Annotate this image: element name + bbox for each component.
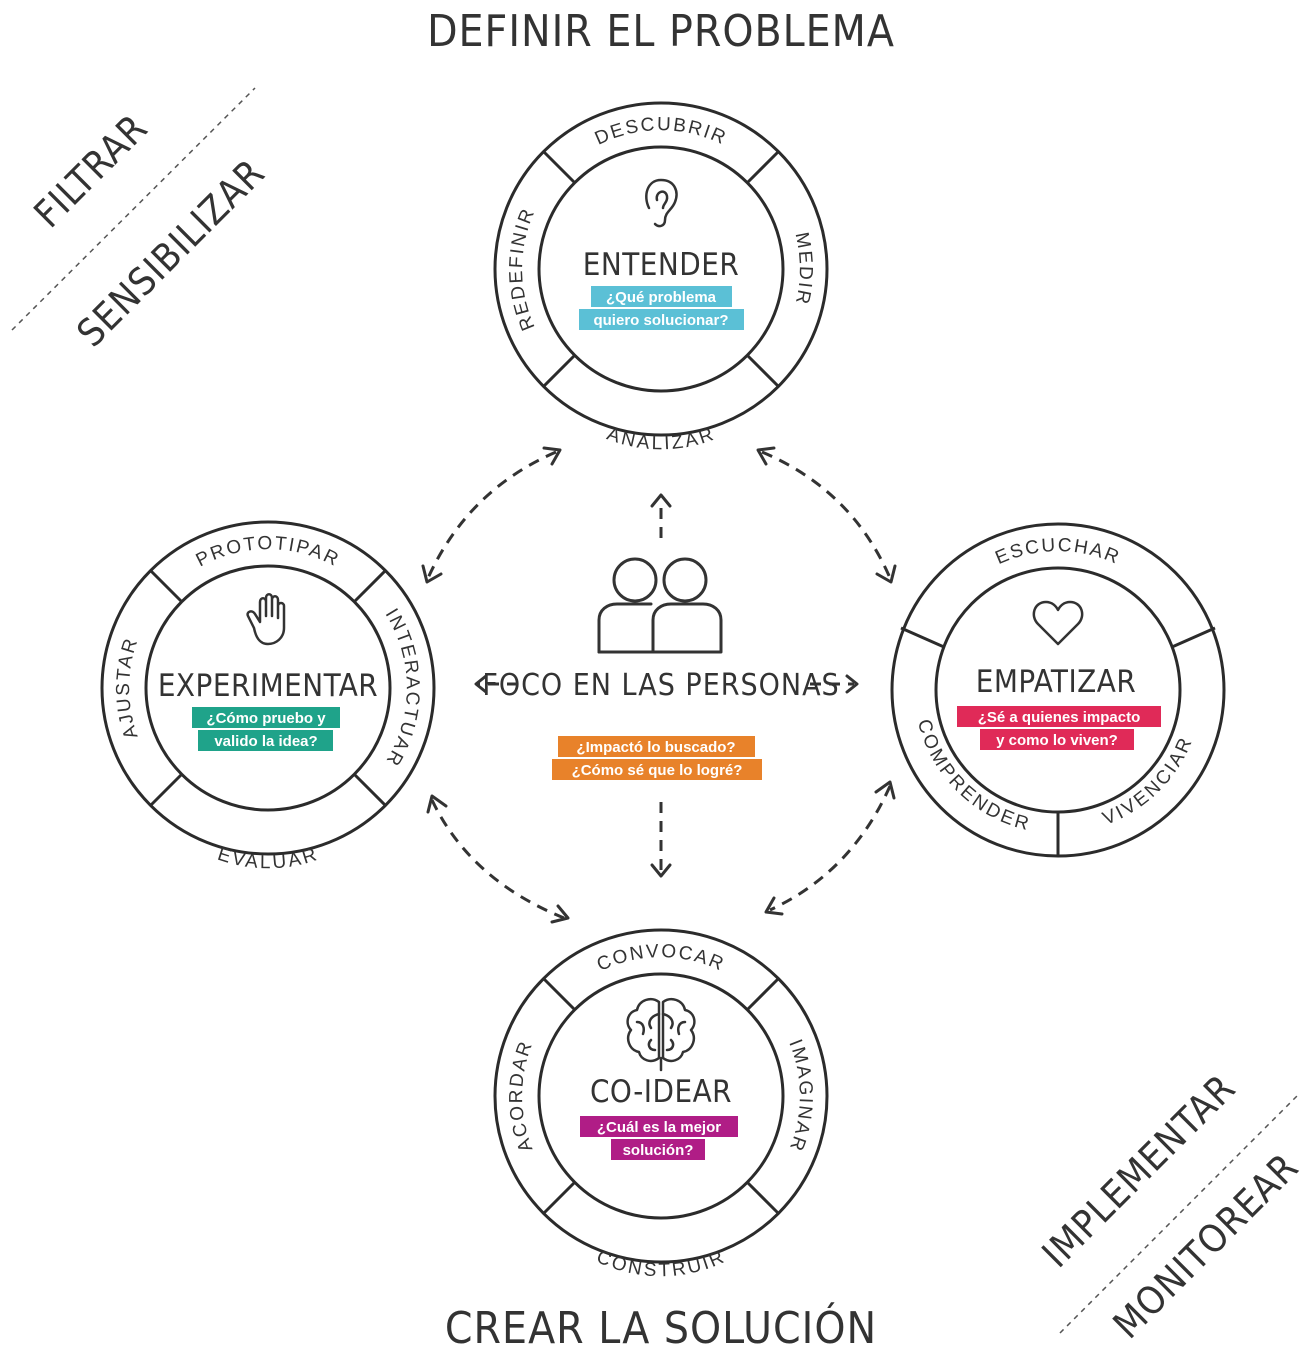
center-question-line-1: ¿Impactó lo buscado?: [576, 739, 735, 756]
svg-text:AJUSTAR: AJUSTAR: [113, 635, 142, 742]
people-icon: [597, 557, 723, 654]
circle-coidear: CONVOCAR IMAGINAR CONSTRUIR ACORDAR CO-I…: [493, 928, 829, 1281]
bottom-right-divider: [1059, 1092, 1301, 1334]
circle-experimentar: PROTOTIPAR INTERACTUAR EVALUAR AJUSTAR E…: [100, 520, 436, 873]
empatizar-title: EMPATIZAR: [976, 664, 1136, 700]
experimentar-question-line-2: valido la idea?: [214, 733, 317, 750]
experimentar-question-bg-2: [198, 730, 333, 751]
center-question-bg-1: [558, 736, 755, 757]
experimentar-question-bg-1: [192, 707, 340, 728]
ring-acordar: ACORDAR: [506, 1037, 535, 1154]
heart-icon: [1032, 600, 1084, 646]
title-crear-la-solucion: CREAR LA SOLUCIÓN: [445, 1301, 877, 1351]
svg-text:INTERACTUAR: INTERACTUAR: [381, 605, 423, 771]
ring-construir: CONSTRUIR: [593, 1246, 726, 1281]
ring-interactuar: INTERACTUAR: [381, 605, 421, 771]
coidear-title: CO-IDEAR: [590, 1074, 732, 1110]
ring-ajustar: AJUSTAR: [113, 635, 140, 742]
ear-icon: [645, 178, 678, 228]
svg-text:REDEFINIR: REDEFINIR: [506, 205, 540, 334]
ring-redefinir: REDEFINIR: [506, 205, 538, 334]
arrow-empatizar-coidear: [764, 780, 896, 916]
center-question-bg-2: [552, 759, 762, 780]
ring-evaluar: EVALUAR: [215, 844, 319, 873]
svg-text:DESCUBRIR: DESCUBRIR: [592, 114, 730, 150]
arrow-center-down: [650, 802, 672, 878]
svg-text:IMAGINAR: IMAGINAR: [784, 1037, 816, 1156]
svg-text:CONSTRUIR: CONSTRUIR: [593, 1246, 728, 1281]
svg-text:ANALIZAR: ANALIZAR: [604, 424, 718, 455]
coidear-question-bg-2: [611, 1139, 705, 1160]
svg-text:ESCUCHAR: ESCUCHAR: [992, 535, 1123, 569]
entender-question-line-2: quiero solucionar?: [593, 312, 728, 329]
ring-medir: MEDIR: [791, 231, 814, 308]
empatizar-question-bg-2: [980, 729, 1134, 750]
title-definir-el-problema: DEFINIR EL PROBLEMA: [427, 6, 895, 57]
circle-empatizar: ESCUCHAR VIVENCIAR COMPRENDER EMPATIZAR …: [890, 522, 1226, 858]
coidear-question-line-2: solución?: [623, 1142, 694, 1159]
ring-escuchar: ESCUCHAR: [992, 535, 1121, 569]
ring-imaginar: IMAGINAR: [784, 1037, 814, 1156]
coidear-question-bg-1: [580, 1116, 738, 1137]
center-label: FOCO EN LAS PERSONAS: [482, 668, 839, 703]
ring-analizar: ANALIZAR: [604, 424, 716, 455]
arrow-center-left: [474, 674, 518, 694]
ring-descubrir: DESCUBRIR: [592, 114, 728, 150]
entender-question-line-1: ¿Qué problema: [606, 289, 717, 306]
center-question-line-2: ¿Cómo sé que lo logré?: [572, 762, 743, 779]
empatizar-question-line-2: y como lo viven?: [996, 732, 1118, 749]
arrow-experimentar-coidear: [426, 794, 570, 924]
svg-text:CONVOCAR: CONVOCAR: [594, 941, 728, 976]
svg-text:MEDIR: MEDIR: [791, 231, 816, 308]
empatizar-question-line-1: ¿Sé a quienes impacto: [978, 709, 1141, 726]
experimentar-title: EXPERIMENTAR: [158, 668, 378, 704]
arrow-center-up: [650, 493, 672, 538]
label-filtrar: FILTRAR: [25, 105, 156, 236]
arrow-entender-experimentar: [421, 446, 562, 584]
brain-icon: [626, 998, 696, 1072]
empatizar-question-bg-1: [957, 706, 1161, 727]
entender-title: ENTENDER: [583, 247, 739, 283]
arrow-center-right: [810, 674, 859, 694]
entender-question-bg-1: [591, 286, 732, 307]
svg-text:EVALUAR: EVALUAR: [215, 844, 321, 873]
svg-text:ACORDAR: ACORDAR: [506, 1037, 537, 1154]
experimentar-question-line-1: ¿Cómo pruebo y: [206, 710, 326, 727]
hand-icon: [246, 593, 286, 646]
entender-question-bg-2: [579, 309, 744, 330]
coidear-question-line-1: ¿Cuál es la mejor: [597, 1119, 721, 1136]
ring-convocar: CONVOCAR: [594, 941, 726, 976]
arrow-entender-empatizar: [756, 446, 897, 584]
top-left-divider: [11, 87, 256, 331]
circle-entender: DESCUBRIR MEDIR ANALIZAR REDEFINIR ENTEN…: [493, 101, 829, 455]
